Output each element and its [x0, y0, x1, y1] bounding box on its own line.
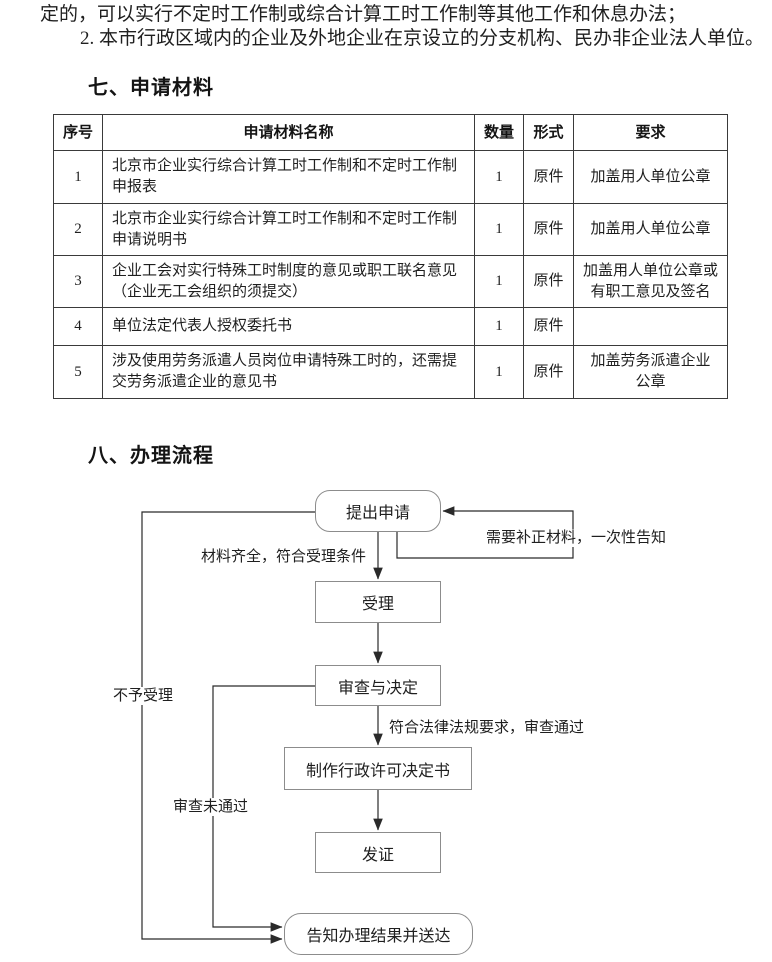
- col-header-name: 申请材料名称: [102, 114, 475, 151]
- section-title-process: 八、办理流程: [88, 445, 214, 467]
- flow-label-not-accepted: 不予受理: [112, 687, 175, 705]
- flow-label-need-supplement: 需要补正材料，一次性告知: [485, 529, 668, 547]
- cell-form: 原件: [523, 150, 574, 204]
- flow-label-review-failed: 审查未通过: [172, 798, 250, 816]
- cell-no: 5: [53, 345, 103, 399]
- section-title-materials: 七、申请材料: [88, 77, 214, 99]
- cell-no: 1: [53, 150, 103, 204]
- cell-form: 原件: [523, 345, 574, 399]
- cell-qty: 1: [474, 255, 524, 308]
- cell-qty: 1: [474, 150, 524, 204]
- paragraph-line-item2: 2. 本市行政区域内的企业及外地企业在京设立的分支机构、民办非企业法人单位。: [80, 28, 765, 49]
- flow-label-review-passed: 符合法律法规要求，审查通过: [388, 719, 586, 737]
- cell-form: 原件: [523, 255, 574, 308]
- col-header-form: 形式: [523, 114, 574, 151]
- cell-form: 原件: [523, 307, 574, 346]
- table-row: 4 单位法定代表人授权委托书 1 原件: [53, 307, 728, 346]
- table-row: 1 北京市企业实行综合计算工时工作制和不定时工作制 申报表 1 原件 加盖用人单…: [53, 150, 728, 204]
- flow-node-submit-application: 提出申请: [315, 490, 441, 532]
- cell-req: 加盖用人单位公章: [573, 150, 728, 204]
- table-header-row: 序号 申请材料名称 数量 形式 要求: [53, 114, 728, 151]
- table-row: 2 北京市企业实行综合计算工时工作制和不定时工作制 申请说明书 1 原件 加盖用…: [53, 203, 728, 256]
- flow-node-issue-certificate: 发证: [315, 832, 441, 873]
- cell-material-name: 涉及使用劳务派遣人员岗位申请特殊工时的，还需提 交劳务派遣企业的意见书: [102, 345, 475, 399]
- paragraph-line-continuation: 定的，可以实行不定时工作制或综合计算工时工作制等其他工作和休息办法；: [40, 4, 687, 25]
- flow-node-accept: 受理: [315, 581, 441, 623]
- cell-material-name: 北京市企业实行综合计算工时工作制和不定时工作制 申请说明书: [102, 203, 475, 256]
- cell-material-name: 北京市企业实行综合计算工时工作制和不定时工作制 申报表: [102, 150, 475, 204]
- flow-node-review-decision: 审查与决定: [315, 665, 441, 706]
- cell-req: 加盖劳务派遣企业 公章: [573, 345, 728, 399]
- cell-material-name: 企业工会对实行特殊工时制度的意见或职工联名意见 （企业无工会组织的须提交）: [102, 255, 475, 308]
- flow-node-make-decision-doc: 制作行政许可决定书: [284, 747, 472, 790]
- flow-node-notify-result: 告知办理结果并送达: [284, 913, 473, 955]
- cell-form: 原件: [523, 203, 574, 256]
- cell-no: 4: [53, 307, 103, 346]
- cell-no: 3: [53, 255, 103, 308]
- table-row: 5 涉及使用劳务派遣人员岗位申请特殊工时的，还需提 交劳务派遣企业的意见书 1 …: [53, 345, 728, 399]
- cell-req: 加盖用人单位公章: [573, 203, 728, 256]
- flow-label-materials-complete: 材料齐全，符合受理条件: [200, 548, 368, 566]
- cell-req: 加盖用人单位公章或 有职工意见及签名: [573, 255, 728, 308]
- table-row: 3 企业工会对实行特殊工时制度的意见或职工联名意见 （企业无工会组织的须提交） …: [53, 255, 728, 308]
- materials-table: 序号 申请材料名称 数量 形式 要求 1 北京市企业实行综合计算工时工作制和不定…: [53, 114, 728, 399]
- col-header-req: 要求: [573, 114, 728, 151]
